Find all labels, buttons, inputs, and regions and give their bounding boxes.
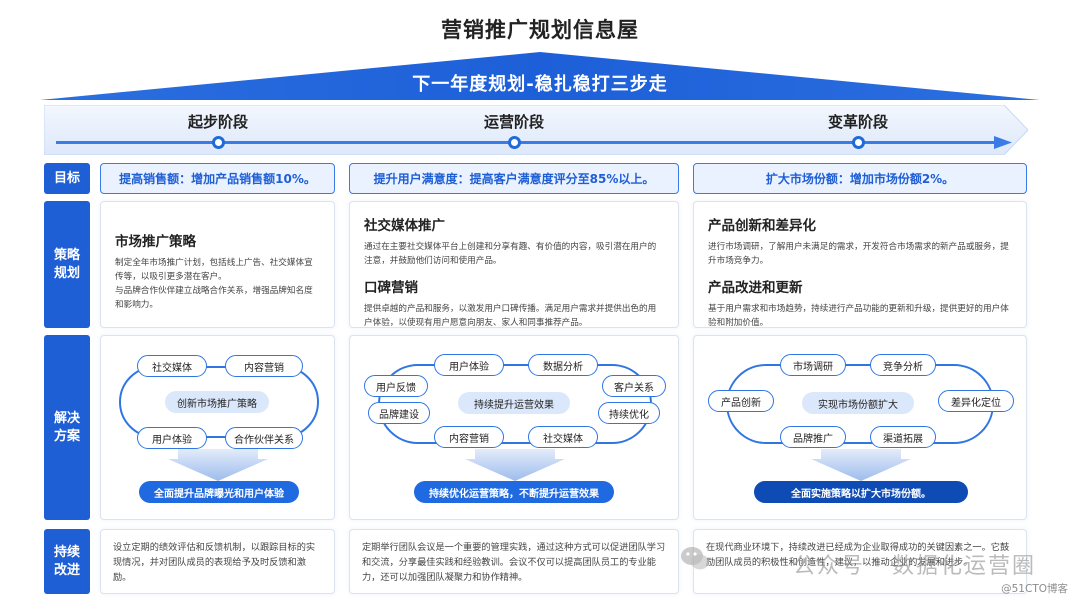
center-pill: 实现市场份额扩大 [802,392,914,414]
node-pill: 差异化定位 [938,390,1014,412]
stage-dot-operation [508,136,521,149]
stage-arrow [44,105,1028,155]
node-pill: 数据分析 [528,354,598,376]
solution-panel-3: 市场调研 竞争分析 产品创新 实现市场份额扩大 差异化定位 品牌推广 渠道拓展 … [693,335,1027,520]
roof-banner [40,52,1040,100]
node-pill: 持续优化 [598,402,660,424]
row-label-continuous: 持续 改进 [44,529,90,594]
row-label-continuous-text: 持续 改进 [53,544,80,578]
strategy-title: 产品创新和差异化 [708,218,816,234]
result-pill: 全面提升品牌曝光和用户体验 [139,481,299,503]
strategy-panel-2: 社交媒体推广 通过在主要社交媒体平台上创建和分享有趣、有价值的内容，吸引潜在用户… [349,201,679,328]
strategy-title: 产品改进和更新 [708,280,803,296]
continuous-text: 设立定期的绩效评估和反馈机制，以跟踪目标的实现情况，并对团队成员的表现给予及时反… [113,542,316,583]
row-label-strategy: 策略 规划 [44,201,90,328]
row-label-goal-text: 目标 [53,170,80,186]
node-pill: 内容营销 [434,426,504,448]
node-pill: 渠道拓展 [870,426,936,448]
continuous-panel-1: 设立定期的绩效评估和反馈机制，以跟踪目标的实现情况，并对团队成员的表现给予及时反… [100,529,335,594]
stage-label-start: 起步阶段 [187,113,248,131]
continuous-text: 在现代商业环境下，持续改进已经成为企业取得成功的关键因素之一。它鼓励团队成员的积… [706,542,1010,568]
strategy-title: 社交媒体推广 [364,218,445,234]
down-arrow-icon [811,449,911,481]
strategy-panel-1: 市场推广策略 制定全年市场推广计划，包括线上广告、社交媒体宣传等，以吸引更多潜在… [100,201,335,328]
node-pill: 用户反馈 [364,375,428,397]
node-pill: 用户体验 [137,427,207,449]
credit-text: @51CTO博客 [1001,583,1068,595]
down-arrow-icon [168,449,268,481]
strategy-panel-3: 产品创新和差异化 进行市场调研，了解用户未满足的需求，开发符合市场需求的新产品或… [693,201,1027,328]
goal-box-3: 扩大市场份额：增加市场份额2%。 [693,163,1027,194]
row-label-goal: 目标 [44,163,90,194]
watermark-text: 公众号 · 数据化运营圈 [793,554,1036,579]
node-pill: 客户关系 [602,375,666,397]
node-pill: 社交媒体 [528,426,598,448]
continuous-panel-2: 定期举行团队会议是一个重要的管理实践，通过这种方式可以促进团队学习和交流，分享最… [349,529,679,594]
stage-label-transform: 变革阶段 [827,113,888,131]
wechat-icon [681,547,709,570]
continuous-text: 定期举行团队会议是一个重要的管理实践，通过这种方式可以促进团队学习和交流，分享最… [362,542,666,583]
strategy-text: 制定全年市场推广计划，包括线上广告、社交媒体宣传等，以吸引更多潜在客户。 与品牌… [115,258,313,310]
row-label-strategy-text: 策略 规划 [53,247,80,281]
node-pill: 竞争分析 [870,354,936,376]
node-pill: 用户体验 [434,354,504,376]
center-pill: 创新市场推广策略 [165,391,269,413]
node-pill: 品牌推广 [780,426,846,448]
page-title: 营销推广规划信息屋 [441,18,639,42]
node-pill: 市场调研 [780,354,846,376]
node-pill: 内容营销 [225,355,303,377]
solution-panel-1: 社交媒体 内容营销 创新市场推广策略 用户体验 合作伙伴关系 全面提升品牌曝光和… [100,335,335,520]
cycle-ring [119,366,319,438]
solution-panel-2: 用户体验 数据分析 用户反馈 客户关系 持续提升运营效果 品牌建设 持续优化 内… [349,335,679,520]
node-pill: 社交媒体 [137,355,207,377]
stage-dot-transform [852,136,865,149]
stage-dot-start [212,136,225,149]
node-pill: 产品创新 [708,390,774,412]
node-pill: 品牌建设 [368,402,430,424]
strategy-title: 口碑营销 [364,280,418,296]
result-pill: 全面实施策略以扩大市场份额。 [754,481,968,503]
goal-box-1: 提高销售额：增加产品销售额10%。 [100,163,335,194]
strategy-text: 提供卓越的产品和服务，以激发用户口碑传播。满足用户需求并提供出色的用户体验，以使… [364,304,657,328]
result-pill: 持续优化运营策略，不断提升运营效果 [414,481,614,503]
goal-box-2: 提升用户满意度：提高客户满意度评分至85%以上。 [349,163,679,194]
strategy-text: 进行市场调研，了解用户未满足的需求，开发符合市场需求的新产品或服务，提升市场竞争… [708,242,1009,266]
center-pill: 持续提升运营效果 [458,392,570,414]
roof-text: 下一年度规划-稳扎稳打三步走 [412,74,668,95]
down-arrow-icon [465,449,565,481]
row-label-solution: 解决 方案 [44,335,90,520]
strategy-title: 市场推广策略 [115,234,196,250]
strategy-text: 通过在主要社交媒体平台上创建和分享有趣、有价值的内容，吸引潜在用户的注意，并鼓励… [364,242,657,266]
strategy-text: 基于用户需求和市场趋势，持续进行产品功能的更新和升级，提供更好的用户体验和附加价… [708,304,1009,328]
node-pill: 合作伙伴关系 [225,427,303,449]
stage-label-operation: 运营阶段 [483,113,544,131]
row-label-solution-text: 解决 方案 [53,410,80,444]
